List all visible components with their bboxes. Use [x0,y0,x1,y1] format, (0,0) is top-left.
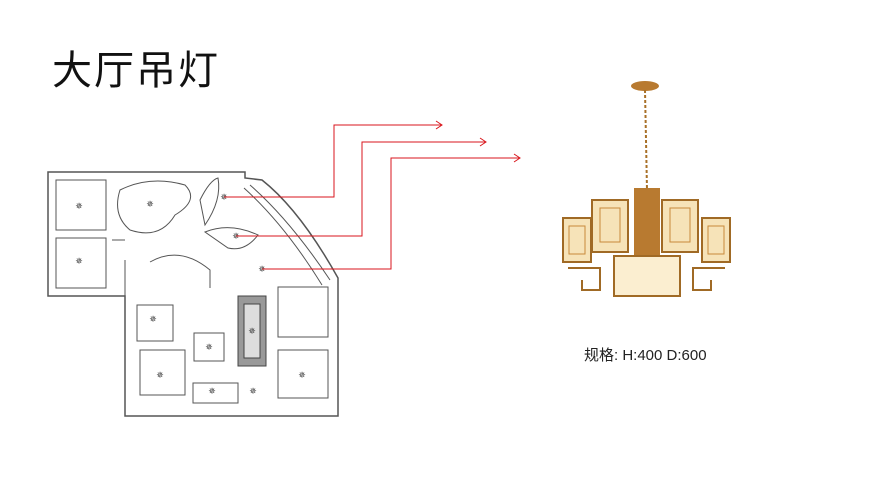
plan-room [192,382,239,404]
chandelier-symbol-icon: ✵ [220,193,228,203]
chandelier-image [562,81,731,297]
callout-arrow-3 [262,153,521,270]
chandelier-symbol-icon: ✵ [156,371,164,381]
plan-room [55,237,107,289]
callout-arrow-2 [236,137,487,237]
fixture-markers: ✵ ✵ ✵ ✵ ✵ ✵ ✵ ✵ ✵ ✵ ✵ ✵ ✵ [75,193,306,397]
plan-room [136,304,174,342]
callout-arrows [224,120,521,270]
chandelier-symbol-icon: ✵ [208,387,216,397]
plan-room [193,332,225,362]
chandelier-symbol-icon: ✵ [249,387,257,397]
plan-room [139,349,186,396]
plan-room [55,179,107,231]
chandelier-symbol-icon: ✵ [75,257,83,267]
chandelier-symbol-icon: ✵ [258,265,266,275]
chandelier-symbol-icon: ✵ [149,315,157,325]
plan-outline [47,171,339,417]
chandelier-symbol-icon: ✵ [146,200,154,210]
plan-ceiling-oval [117,180,192,234]
plan-room [277,349,329,399]
callout-arrow-1 [224,120,443,198]
chandelier-symbol-icon: ✵ [232,232,240,242]
chandelier-symbol-icon: ✵ [205,343,213,353]
slide-title: 大厅吊灯 [52,48,220,94]
chandelier-symbol-icon: ✵ [298,371,306,381]
plan-room [277,286,329,338]
chandelier-symbol-icon: ✵ [248,327,256,337]
chandelier-symbol-icon: ✵ [75,202,83,212]
spec-label: 规格: H:400 D:600 [584,347,707,364]
